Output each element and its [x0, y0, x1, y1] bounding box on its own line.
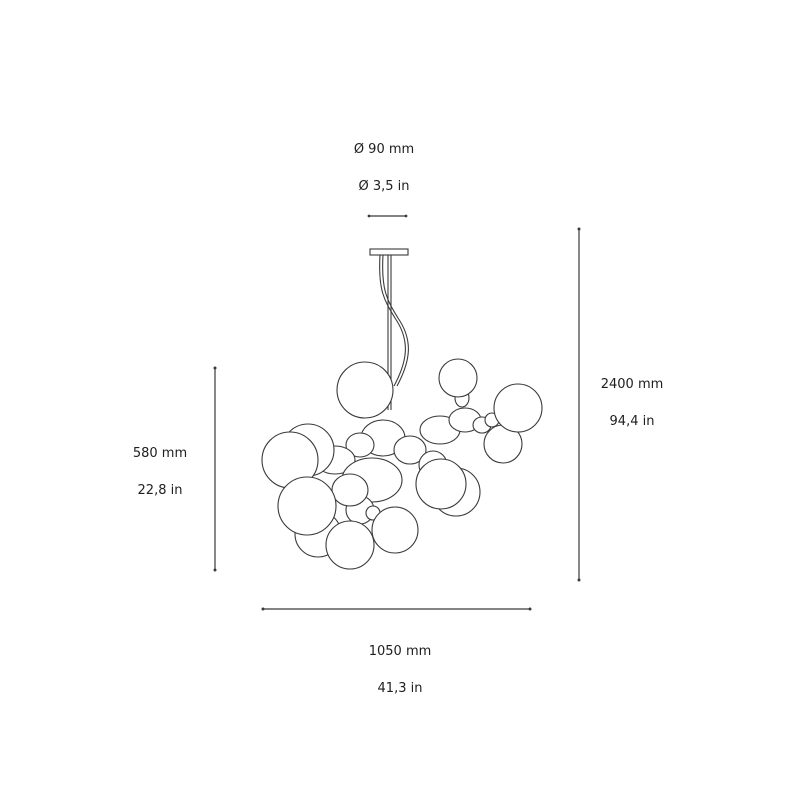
canopy [369, 248, 409, 256]
total-height-dimension-line [577, 227, 581, 582]
canopy-diameter-metric: Ø 90 mm [353, 142, 415, 157]
body-height-imperial: 22,8 in [137, 483, 183, 498]
glass-globes [261, 358, 543, 570]
lamp-figure [261, 248, 543, 570]
body-height-dimension-line [213, 366, 217, 572]
canopy-diameter-imperial: Ø 3,5 in [358, 179, 410, 194]
total-height-imperial: 94,4 in [609, 414, 655, 429]
body-width-imperial: 41,3 in [377, 681, 423, 696]
total-height-metric: 2400 mm [600, 377, 664, 392]
body-width-dimension-line [261, 607, 532, 611]
canopy-dimension-line [367, 214, 408, 218]
connector-joints [287, 388, 500, 525]
body-height-metric: 580 mm [132, 446, 188, 461]
body-width-metric: 1050 mm [368, 644, 432, 659]
